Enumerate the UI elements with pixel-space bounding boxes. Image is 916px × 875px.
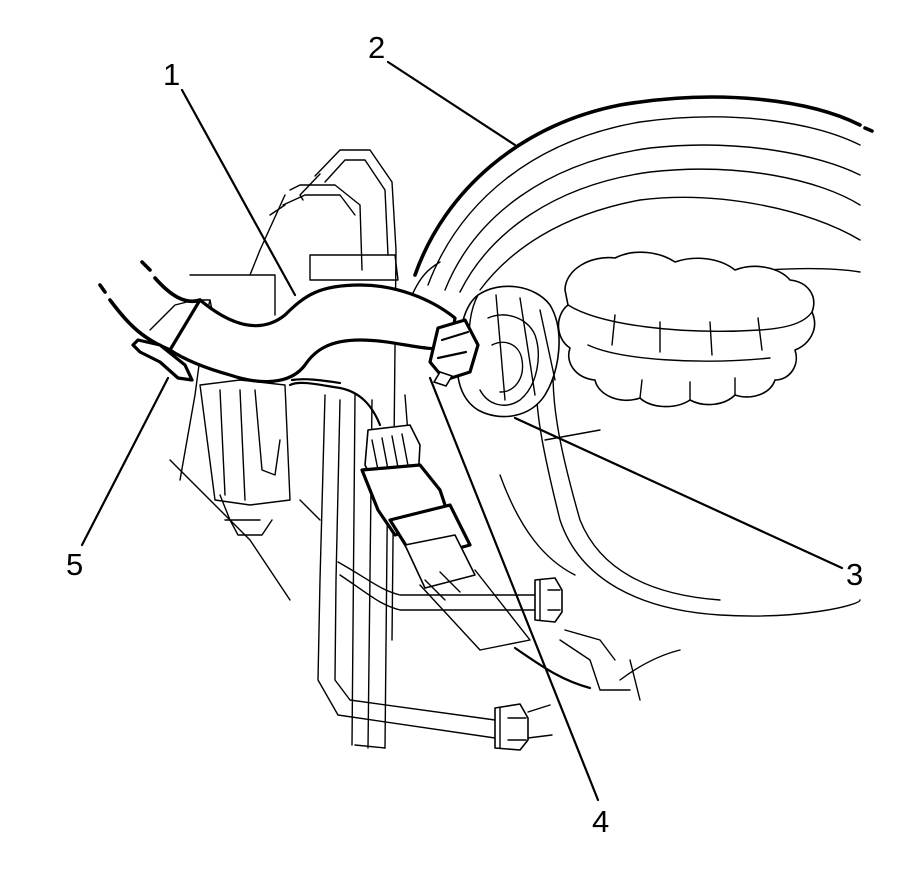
harness-clip	[131, 338, 194, 382]
sensor-connector	[288, 378, 592, 690]
callout-5: 5	[66, 547, 83, 582]
lower-tubes	[337, 561, 641, 751]
check-valve-grommet	[456, 285, 560, 418]
leader-4	[428, 376, 600, 802]
leader-3	[513, 416, 844, 570]
leader-lines	[80, 60, 844, 802]
leader-1	[180, 88, 297, 297]
leader-2	[386, 60, 517, 147]
callout-labels: 1 2 3 4 5	[66, 30, 863, 839]
callout-2: 2	[368, 30, 385, 65]
reservoir-body	[499, 339, 861, 681]
bracket-assembly	[149, 149, 496, 749]
hose-clamp	[428, 318, 480, 387]
leader-5	[80, 376, 170, 547]
vacuum-hose	[98, 260, 457, 384]
callout-3: 3	[846, 557, 863, 592]
callout-1: 1	[163, 57, 180, 92]
reservoir-cap	[557, 251, 816, 408]
callout-4: 4	[592, 804, 609, 839]
